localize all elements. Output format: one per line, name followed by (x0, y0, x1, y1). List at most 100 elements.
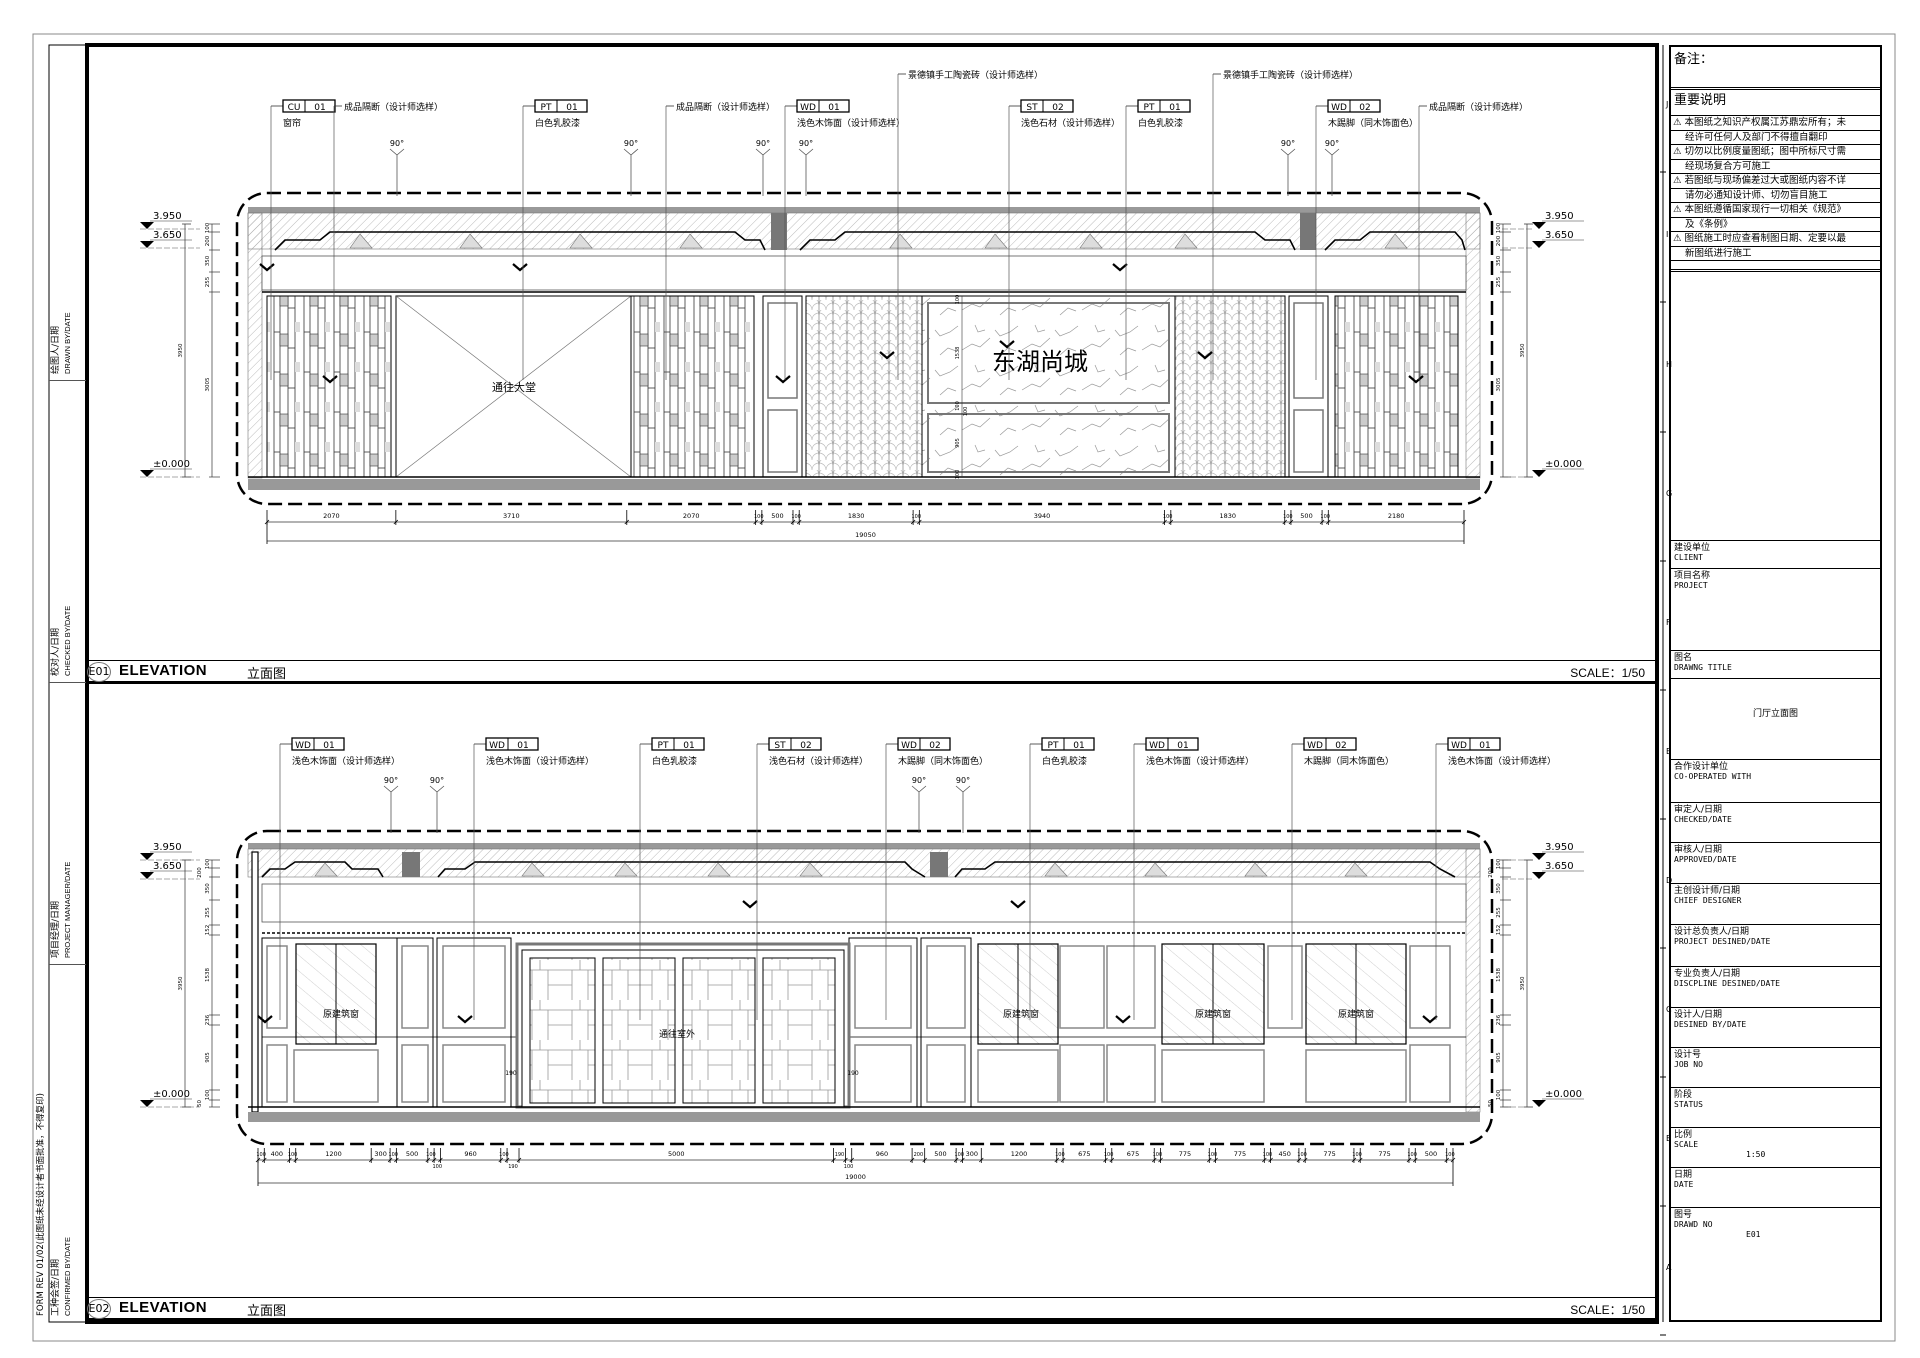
tag-box (1447, 737, 1501, 751)
stone-feature-wall (921, 295, 1176, 478)
elevation-title-cn: 立面图 (247, 667, 287, 682)
angle-label: 90° (624, 139, 638, 148)
material-callout: 成品隔断（设计师选样） (665, 101, 775, 380)
level-value: ±0.000 (1545, 1089, 1582, 1100)
vertical-dimension-value: 100 (955, 470, 961, 480)
tag-number: 02 (800, 741, 811, 751)
tag-number: 01 (517, 741, 528, 751)
level-value: 3.650 (153, 861, 182, 872)
dimension-value: 100 (388, 1152, 398, 1158)
note-line: 新图纸进行施工 (1671, 247, 1880, 261)
level-marker: 3.650 (140, 230, 200, 249)
level-marker: ±0.000 (1502, 1089, 1584, 1108)
chevron-down-icon (457, 1015, 473, 1024)
level-marker: 3.950 (1502, 842, 1584, 861)
tag-code: PT (541, 103, 552, 113)
note-line: ⚠ 图纸施工时应查看制图日期、定要以最 (1671, 232, 1880, 247)
warning-triangle-icon: ⚠ (1673, 204, 1685, 215)
vertical-dimension-value: 200 (1488, 867, 1494, 878)
vertical-dimension-total: 3950 (1520, 976, 1526, 990)
field-label-cn: 设计人/日期 (1674, 1010, 1723, 1020)
note-line: ⚠ 若图纸与现场偏差过大或图纸内容不详 (1671, 174, 1880, 189)
dimension-value: 100 (256, 1152, 266, 1158)
tag-box (1137, 99, 1191, 113)
elevation-scale: SCALE：1/50 (1570, 666, 1645, 680)
dimension-value: 775 (1179, 1150, 1191, 1158)
strip-label-cn: 校对人/日期 (51, 627, 61, 676)
partition-screen (1334, 295, 1459, 478)
vertical-dimension-value: 236 (205, 1014, 211, 1025)
existing-windows (293, 943, 1407, 1103)
field-label-en: DISCPLINE DESINED/DATE (1674, 979, 1780, 988)
tag-number: 01 (1479, 741, 1490, 751)
downlights (349, 233, 1408, 249)
tag-box (485, 737, 539, 751)
angle-marker: 90° (955, 776, 971, 833)
tag-box (1327, 99, 1381, 113)
dimension-value: 100 (1445, 1152, 1455, 1158)
tag-description: 木踢脚（同木饰面色） (1328, 117, 1418, 129)
dimension-value: 1830 (1220, 512, 1237, 520)
dimension-value: 100 (1104, 1152, 1114, 1158)
angle-label: 90° (390, 139, 404, 148)
dimension-value: 100 (955, 1152, 965, 1158)
tag-description: 浅色木饰面（设计师选样） (1448, 755, 1556, 767)
dimension-value: 960 (464, 1150, 476, 1158)
angle-marker: 90° (1324, 139, 1340, 196)
dimension-value: 675 (1127, 1150, 1139, 1158)
soffit (261, 883, 1467, 923)
tag-code: PT (658, 741, 669, 751)
partition-screen (630, 295, 755, 478)
level-marker: 3.650 (140, 861, 200, 880)
warning-triangle-icon: ⚠ (1673, 233, 1685, 244)
vertical-dimension-value: 350 (1496, 255, 1502, 266)
level-value: 3.950 (1545, 211, 1574, 222)
downlights (314, 862, 1368, 877)
grid-letter: B (1666, 1134, 1672, 1143)
window-label: 原建筑窗 (323, 1008, 359, 1020)
field-label-en: DESINED BY/DATE (1674, 1020, 1747, 1029)
dimension-value: 500 (406, 1150, 418, 1158)
field-label-cn: 阶段 (1674, 1090, 1693, 1100)
note-line: ⚠ 本图纸之知识产权属江苏鼎宏所有；未 (1671, 116, 1880, 131)
tag-box (1145, 737, 1199, 751)
warning-triangle-icon: ⚠ (1673, 117, 1685, 128)
vertical-dimension-value: 100 (205, 1089, 211, 1100)
dimension-value: 100 (1263, 1152, 1273, 1158)
gap-dim: 190 (847, 1070, 859, 1077)
ceiling-slab (248, 843, 1480, 849)
tag-description: 白色乳胶漆 (1042, 755, 1087, 767)
elevation-e02: 原建筑窗 原建筑窗 原建筑窗 原建筑窗 通往室外 190 190 (235, 829, 1494, 1146)
partition-screen (266, 295, 392, 478)
chevron-down-icon (999, 340, 1015, 349)
section-markers (257, 900, 1438, 1024)
angle-label: 90° (956, 776, 970, 785)
grid-letter: I (1666, 230, 1668, 239)
tag-number: 02 (929, 741, 940, 751)
vertical-dimension-total: 3950 (178, 976, 184, 990)
level-value: 3.950 (153, 211, 182, 222)
tag-number: 02 (1335, 741, 1346, 751)
callout-text: 景德镇手工陶瓷砖（设计师选样） (908, 69, 1043, 81)
note-line: ⚠ 切勿以比例度量图纸；图中所标尺寸需 (1671, 145, 1880, 160)
tag-description: 浅色石材（设计师选样） (1021, 117, 1120, 129)
vertical-dimension-value: 905 (1496, 1052, 1502, 1063)
vertical-dimension-value: 50 (197, 1100, 203, 1107)
angle-marker: 90° (755, 139, 771, 196)
right-wall (1465, 848, 1481, 1113)
tag-box (768, 737, 822, 751)
field-label-en: CHIEF DESIGNER (1674, 896, 1742, 905)
dimension-value: 100 (791, 514, 801, 520)
wood-pilaster (762, 295, 803, 478)
form-revision-note: FORM REV 01/02(此图纸未经设计者书面批准，不得复印) (36, 1093, 46, 1316)
dimension-value: 2180 (1388, 512, 1405, 520)
vertical-dimension-value: 100 (955, 401, 961, 411)
level-marker: ±0.000 (140, 1089, 200, 1108)
